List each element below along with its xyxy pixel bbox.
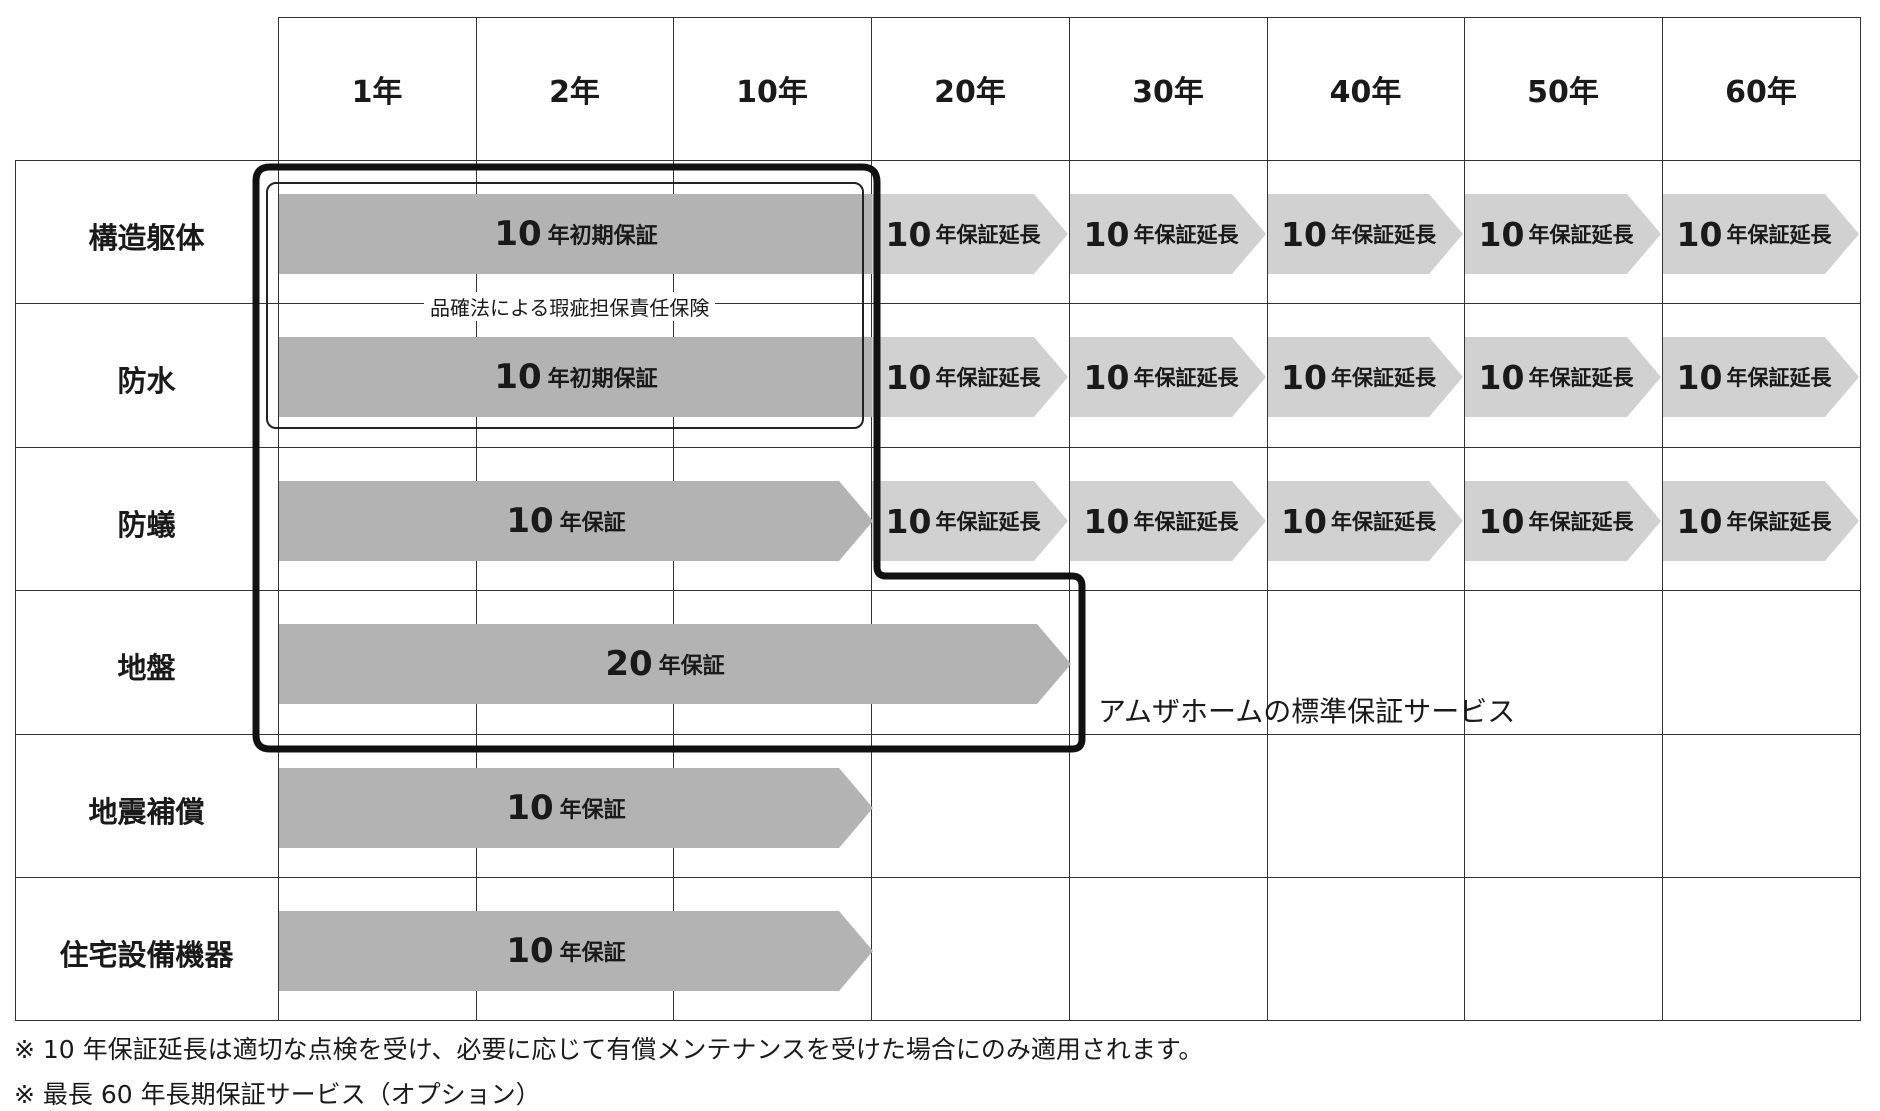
bar-duration: 10	[1281, 214, 1327, 254]
bar-duration: 10	[885, 501, 932, 541]
bar-duration: 10	[1676, 357, 1723, 397]
bar-label: 年保証延長	[935, 510, 1041, 534]
bar-duration: 10	[1478, 214, 1525, 254]
bar-label: 年保証	[559, 941, 626, 966]
bar-label: 年保証延長	[1133, 510, 1239, 534]
category-label: 防水	[117, 364, 176, 398]
bar-duration: 20	[605, 644, 653, 684]
grid-line-col	[1267, 17, 1268, 1021]
grid-line-row	[15, 447, 1861, 448]
category-label: 構造躯体	[88, 220, 205, 255]
bar-label: 年保証延長	[1330, 366, 1436, 390]
bar-duration: 10	[1083, 214, 1130, 254]
bar-label: 年保証延長	[1726, 223, 1832, 247]
grid-line-left	[15, 160, 16, 1021]
footnote-extension: ※ 10 年保証延長は適切な点検を受け、必要に応じて有償メンテナンスを受けた場合…	[14, 1035, 1204, 1064]
grid-line-col	[1860, 17, 1861, 1021]
grid-line-row	[15, 160, 1861, 161]
bar-label: 年保証延長	[1528, 223, 1634, 247]
grid-line-col	[1069, 17, 1070, 1021]
grid-line-col	[278, 17, 279, 1021]
bar-label: 年保証延長	[935, 366, 1041, 390]
year-header: 20年	[934, 74, 1006, 110]
bar-label: 年保証延長	[1330, 223, 1436, 247]
bar-duration: 10	[506, 931, 554, 971]
bar-duration: 10	[1478, 501, 1525, 541]
bar-label: 年保証延長	[1330, 510, 1436, 534]
category-label: 防蟻	[117, 507, 176, 542]
bar-duration: 10	[1676, 214, 1723, 254]
year-header: 10年	[736, 74, 808, 110]
category-label: 地盤	[117, 651, 176, 685]
grid-line-col	[1464, 17, 1465, 1021]
year-header: 40年	[1329, 74, 1402, 110]
bar-label: 年保証延長	[935, 223, 1041, 247]
footnote-max-60-years: ※ 最長 60 年長期保証サービス（オプション）	[14, 1080, 541, 1109]
bar-label: 年保証延長	[1528, 510, 1634, 534]
bar-duration: 10	[1676, 501, 1723, 541]
year-header: 50年	[1527, 74, 1599, 110]
grid-line-col	[1662, 17, 1663, 1021]
bar-duration: 10	[506, 788, 554, 828]
bar-label: 年保証延長	[1133, 223, 1239, 247]
bar-duration: 10	[885, 357, 932, 397]
bar-label: 年保証延長	[1726, 510, 1832, 534]
year-header: 30年	[1132, 74, 1204, 110]
bar-label: 年保証	[559, 511, 626, 536]
grid-line-row	[15, 590, 1861, 591]
bar-duration: 10	[1083, 501, 1130, 541]
insurance-label: 品確法による瑕疵担保責任保険	[424, 292, 716, 321]
bar-label: 年保証	[559, 798, 626, 823]
year-header: 60年	[1725, 74, 1797, 110]
bar-label: 年保証延長	[1726, 366, 1832, 390]
standard-service-label: アムザホームの標準保証サービス	[1098, 695, 1516, 728]
bar-duration: 10	[1083, 357, 1130, 397]
category-label: 住宅設備機器	[59, 937, 234, 972]
year-header: 2年	[549, 74, 600, 110]
bar-label: 年保証	[658, 654, 725, 679]
bar-duration: 10	[1281, 501, 1327, 541]
bar-duration: 10	[1478, 357, 1525, 397]
year-header: 1年	[351, 74, 403, 110]
grid-line-row	[15, 1020, 1861, 1021]
bar-label: 年保証延長	[1133, 366, 1239, 390]
bar-duration: 10	[1281, 357, 1327, 397]
grid-line-row	[15, 877, 1861, 878]
bar-label: 年保証延長	[1528, 366, 1634, 390]
category-label: 地震補償	[88, 794, 205, 829]
grid-line-row	[15, 734, 1861, 735]
bar-duration: 10	[506, 501, 554, 541]
bar-duration: 10	[885, 214, 932, 254]
